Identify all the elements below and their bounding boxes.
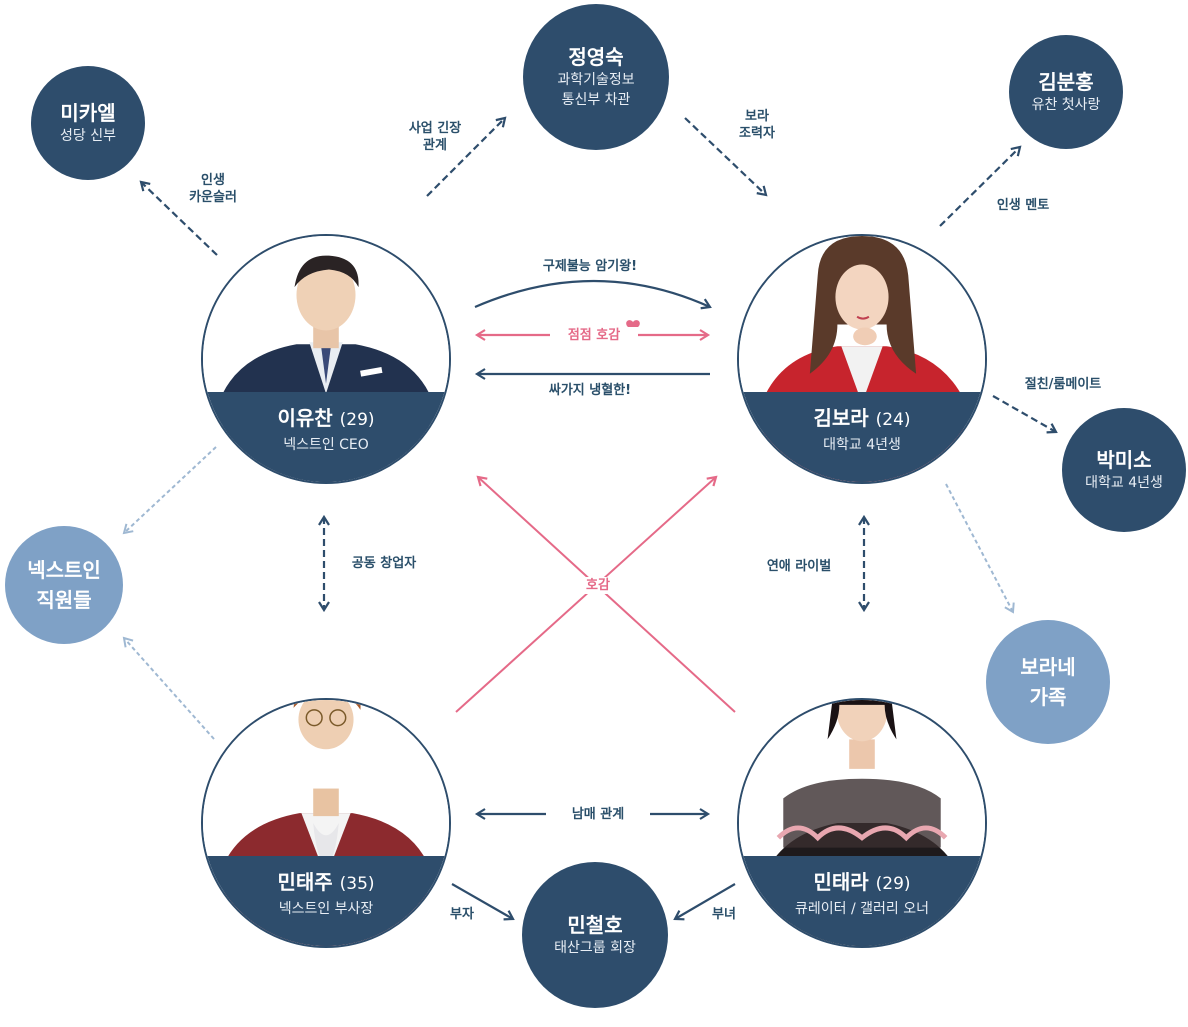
taeju-band: 민태주 (35) 넥스트인 부사장 — [203, 856, 449, 946]
link-business — [426, 116, 507, 197]
taeju-age: (35) — [339, 874, 375, 894]
node-michael: 미카엘 성당 신부 — [31, 66, 145, 180]
label-memory-king: 구제불능 암기왕! — [542, 259, 638, 274]
link-father-son — [451, 883, 515, 921]
taera-name-line: 민태라 (29) — [813, 868, 910, 898]
label-cofounder: 공동 창업자 — [351, 556, 417, 571]
label-business-1: 사업 긴장 — [408, 121, 462, 136]
label-father-daughter: 부녀 — [712, 907, 736, 922]
heart-icon — [626, 320, 640, 332]
label-life-counselor-1: 인생 — [201, 173, 225, 188]
link-liking-b — [455, 475, 718, 713]
bora-age: (24) — [875, 410, 911, 430]
node-misso-desc: 대학교 4년생 — [1085, 475, 1163, 491]
label-mentor: 인생 멘토 — [996, 198, 1050, 213]
node-family: 보라네 가족 — [986, 620, 1110, 744]
link-mentor — [939, 145, 1022, 227]
bora-name: 김보라 — [813, 406, 869, 430]
node-jeong: 정영숙 과학기술정보 통신부 차관 — [523, 4, 669, 150]
label-crush-growing: 점점 호감 — [550, 327, 638, 344]
link-family — [945, 483, 1015, 614]
node-cheolho: 민철호 태산그룹 회장 — [522, 862, 668, 1008]
leechan-name: 이유찬 — [277, 406, 333, 430]
node-staff-name2: 직원들 — [36, 588, 92, 612]
label-love-rival: 연애 라이벌 — [766, 559, 832, 574]
taera-age: (29) — [875, 874, 911, 894]
link-father-daughter — [673, 883, 736, 921]
leechan-desc: 넥스트인 CEO — [283, 437, 369, 453]
taera-name: 민태라 — [813, 870, 869, 894]
link-helper — [684, 117, 768, 197]
leechan-name-line: 이유찬 (29) — [277, 404, 374, 434]
node-bunhong: 김분홍 유찬 첫사랑 — [1009, 35, 1123, 149]
label-business: 사업 긴장 관계 — [390, 120, 480, 154]
taeju-name-line: 민태주 (35) — [277, 868, 374, 898]
node-bunhong-name: 김분홍 — [1038, 70, 1094, 94]
label-helper-2: 조력자 — [739, 126, 775, 141]
node-family-name2: 가족 — [1029, 685, 1067, 709]
label-life-counselor: 인생 카운슬러 — [170, 172, 256, 206]
character-taera: 민태라 (29) 큐레이터 / 갤러리 오너 — [737, 698, 987, 948]
label-father-son: 부자 — [450, 907, 474, 922]
node-michael-desc: 성당 신부 — [60, 128, 116, 144]
label-helper-1: 보라 — [745, 109, 769, 124]
character-bora: 김보라 (24) 대학교 4년생 — [737, 234, 987, 484]
taera-band: 민태라 (29) 큐레이터 / 갤러리 오너 — [739, 856, 985, 946]
link-memory-king — [474, 279, 712, 310]
node-staff-name1: 넥스트인 — [27, 558, 101, 582]
character-leechan: 이유찬 (29) 넥스트인 CEO — [201, 234, 451, 484]
label-business-2: 관계 — [423, 138, 447, 153]
label-life-counselor-2: 카운슬러 — [189, 190, 237, 205]
label-cold: 싸가지 냉혈한! — [548, 383, 632, 398]
node-cheolho-name: 민철호 — [567, 913, 623, 937]
node-misso: 박미소 대학교 4년생 — [1062, 408, 1186, 532]
node-bunhong-desc: 유찬 첫사랑 — [1031, 97, 1101, 113]
node-staff: 넥스트인 직원들 — [5, 526, 123, 644]
label-roommate: 절친/룸메이트 — [1024, 377, 1102, 392]
leechan-band: 이유찬 (29) 넥스트인 CEO — [203, 392, 449, 482]
label-liking: 호감 — [576, 577, 620, 594]
label-siblings: 남매 관계 — [546, 806, 650, 823]
leechan-age: (29) — [339, 410, 375, 430]
node-jeong-name: 정영숙 — [568, 45, 624, 69]
link-liking-a — [476, 475, 736, 713]
bora-desc: 대학교 4년생 — [823, 437, 901, 453]
taeju-desc: 넥스트인 부사장 — [278, 901, 374, 917]
node-family-name1: 보라네 — [1020, 655, 1076, 679]
label-helper: 보라 조력자 — [722, 108, 792, 142]
bora-name-line: 김보라 (24) — [813, 404, 910, 434]
node-jeong-desc1: 과학기술정보 — [557, 72, 635, 88]
character-taeju: 민태주 (35) 넥스트인 부사장 — [201, 698, 451, 948]
link-roommate — [992, 395, 1058, 434]
link-staff-bottom — [122, 636, 215, 740]
taera-desc: 큐레이터 / 갤러리 오너 — [795, 901, 929, 917]
taeju-name: 민태주 — [277, 870, 333, 894]
node-misso-name: 박미소 — [1096, 448, 1152, 472]
node-jeong-desc2: 통신부 차관 — [561, 92, 631, 108]
node-cheolho-desc: 태산그룹 회장 — [554, 940, 636, 956]
bora-band: 김보라 (24) 대학교 4년생 — [739, 392, 985, 482]
node-michael-name: 미카엘 — [60, 101, 116, 125]
